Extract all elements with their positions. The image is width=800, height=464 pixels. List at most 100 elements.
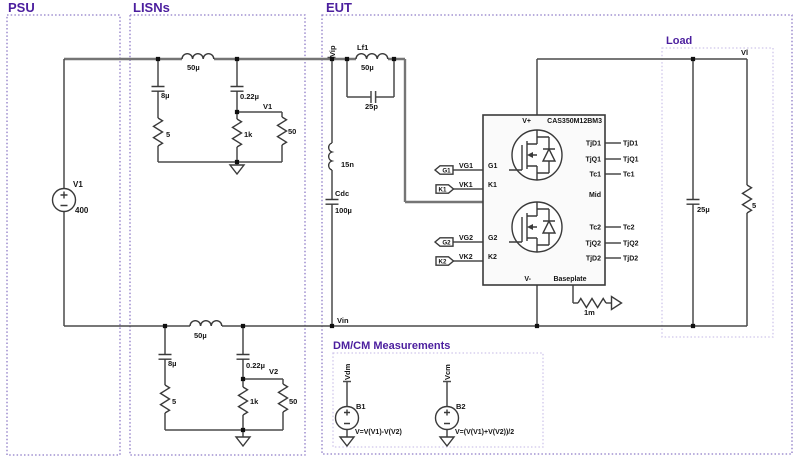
module-pin-tc2: Tc2	[589, 225, 601, 232]
power-module[interactable]: V+ CAS350M12BM3 G1 K1 G2 K2 TjD1 TjQ1 Tc…	[482, 114, 606, 286]
dmcm-section-box	[332, 352, 544, 448]
dmcm-section-title: DM/CM Measurements	[333, 340, 450, 352]
lisn-bottom-inductor[interactable]: 50µ	[189, 320, 223, 340]
b1-value: V=V(V1)-V(V2)	[355, 429, 402, 436]
inductor-15n[interactable]: 15n	[328, 142, 355, 171]
net-label-vdm: Vdm	[343, 363, 352, 380]
port-g1-label: G1	[442, 168, 451, 175]
port-k2-label: K2	[439, 259, 447, 266]
inductor-lf1[interactable]: Lf1 50µ	[355, 43, 389, 72]
module-pin-vplus: V+	[522, 118, 531, 125]
load-cap-value: 25µ	[697, 205, 710, 214]
module-pin-tjq2: TjQ2	[585, 241, 601, 248]
bsource-b2[interactable]: B2 V=(V(V1)+V(V2))/2	[434, 402, 515, 436]
net-label-vip: Vip	[328, 45, 337, 57]
cap-25p-value: 25p	[365, 102, 378, 111]
cap-cdc[interactable]: Cdc 100µ	[325, 189, 352, 215]
module-pin-tjd2: TjD2	[586, 256, 601, 263]
net-label-tjq2: TjQ2	[623, 241, 639, 248]
net-label-vk2: VK2	[459, 254, 473, 261]
lisn-bottom-inductor-value: 50µ	[194, 331, 207, 340]
load-res-value: 5	[752, 201, 756, 210]
lf1-value: 50µ	[361, 63, 374, 72]
module-pin-g2: G2	[488, 235, 497, 242]
net-label-vk1: VK1	[459, 182, 473, 189]
lisn-top-cap-022u-value: 0.22µ	[240, 92, 259, 101]
junction-dots	[155, 56, 696, 433]
load-res-5[interactable]: 5	[741, 184, 757, 214]
eut-section-box	[321, 14, 793, 455]
lisns-section-title: LISNs	[133, 0, 170, 15]
ground-icon[interactable]	[339, 436, 355, 447]
lisn-top-res-5[interactable]: 5	[152, 117, 171, 147]
lisn-top-res-1k-value: 1k	[244, 130, 253, 139]
bsource-b1[interactable]: B1 V=V(V1)-V(V2)	[334, 402, 402, 436]
module-pin-k2: K2	[488, 254, 497, 261]
module-part-number: CAS350M12BM3	[547, 118, 602, 125]
lisn-bottom-res-50-value: 50	[289, 397, 297, 406]
lisn-top-res-1k[interactable]: 1k	[231, 118, 254, 148]
res-baseplate-value: 1m	[584, 308, 595, 317]
module-pin-k1: K1	[488, 182, 497, 189]
cdc-name: Cdc	[335, 189, 349, 198]
net-label-vin: Vin	[337, 316, 349, 325]
port-g1[interactable]: G1	[433, 165, 454, 175]
lisn-top-cap-8u[interactable]: 8µ	[151, 85, 170, 101]
ground-icon[interactable]	[229, 164, 245, 175]
load-section-box	[661, 47, 774, 338]
b1-name: B1	[356, 402, 366, 411]
lf1-name: Lf1	[357, 43, 368, 52]
lisn-bottom-res-5[interactable]: 5	[159, 384, 177, 414]
module-pin-g1: G1	[488, 163, 497, 170]
module-pin-baseplate: Baseplate	[553, 276, 586, 283]
lisn-bottom-cap-8u[interactable]: 8µ	[158, 353, 177, 369]
lisn-top-inductor-value: 50µ	[187, 63, 200, 72]
lisn-top-cap-022u[interactable]: 0.22µ	[230, 85, 259, 102]
net-label-tjd2: TjD2	[623, 256, 638, 263]
lisn-top-res-50-value: 50	[288, 127, 296, 136]
ground-icon[interactable]	[439, 436, 455, 447]
lisn-bottom-res-1k[interactable]: 1k	[237, 386, 260, 416]
lisn-bottom-res-50[interactable]: 50	[277, 383, 298, 413]
port-g2[interactable]: G2	[433, 237, 454, 247]
psu-section-box	[6, 14, 121, 456]
module-pin-tjd1: TjD1	[586, 141, 601, 148]
v1-name: V1	[73, 180, 83, 189]
lisn-bottom-cap-022u[interactable]: 0.22µ	[236, 353, 265, 371]
cdc-value: 100µ	[335, 206, 352, 215]
net-label-tc1: Tc1	[623, 172, 635, 179]
voltage-source-v1[interactable]: V1 400	[51, 180, 89, 215]
cap-25p[interactable]: 25p	[365, 102, 378, 111]
dc-plus-rail	[64, 57, 537, 204]
module-pin-mid: Mid	[589, 192, 601, 199]
ground-icon[interactable]	[235, 436, 251, 447]
port-k1[interactable]: K1	[435, 184, 455, 194]
b2-name: B2	[456, 402, 466, 411]
ground-right-icon[interactable]	[610, 295, 623, 311]
lisn-top-inductor[interactable]: 50µ	[181, 53, 215, 72]
net-label-vg1: VG1	[459, 163, 473, 170]
port-k1-label: K1	[439, 187, 447, 194]
port-g2-label: G2	[442, 240, 451, 247]
b2-value: V=(V(V1)+V(V2))/2	[455, 429, 514, 436]
net-label-tc2: Tc2	[623, 225, 635, 232]
port-k2[interactable]: K2	[435, 256, 455, 266]
lisn-bottom-res-5-value: 5	[172, 397, 176, 406]
net-label-tjq1: TjQ1	[623, 157, 639, 164]
lisn-bottom-cap-8u-value: 8µ	[168, 359, 177, 368]
load-cap-25u[interactable]: 25µ	[686, 198, 710, 215]
module-pin-tjq1: TjQ1	[585, 157, 601, 164]
net-label-vg2: VG2	[459, 235, 473, 242]
lisn-bottom-res-1k-value: 1k	[250, 397, 259, 406]
load-section-title: Load	[666, 35, 692, 47]
net-label-v2: V2	[269, 367, 278, 376]
net-label-v1: V1	[263, 102, 272, 111]
v1-value: 400	[75, 206, 89, 215]
lisn-top-res-50[interactable]: 50	[276, 116, 297, 146]
lisn-top-res-5-value: 5	[166, 130, 170, 139]
net-label-tjd1: TjD1	[623, 141, 638, 148]
res-baseplate-1m[interactable]: 1m	[577, 297, 607, 318]
inductor-15n-value: 15n	[341, 160, 354, 169]
